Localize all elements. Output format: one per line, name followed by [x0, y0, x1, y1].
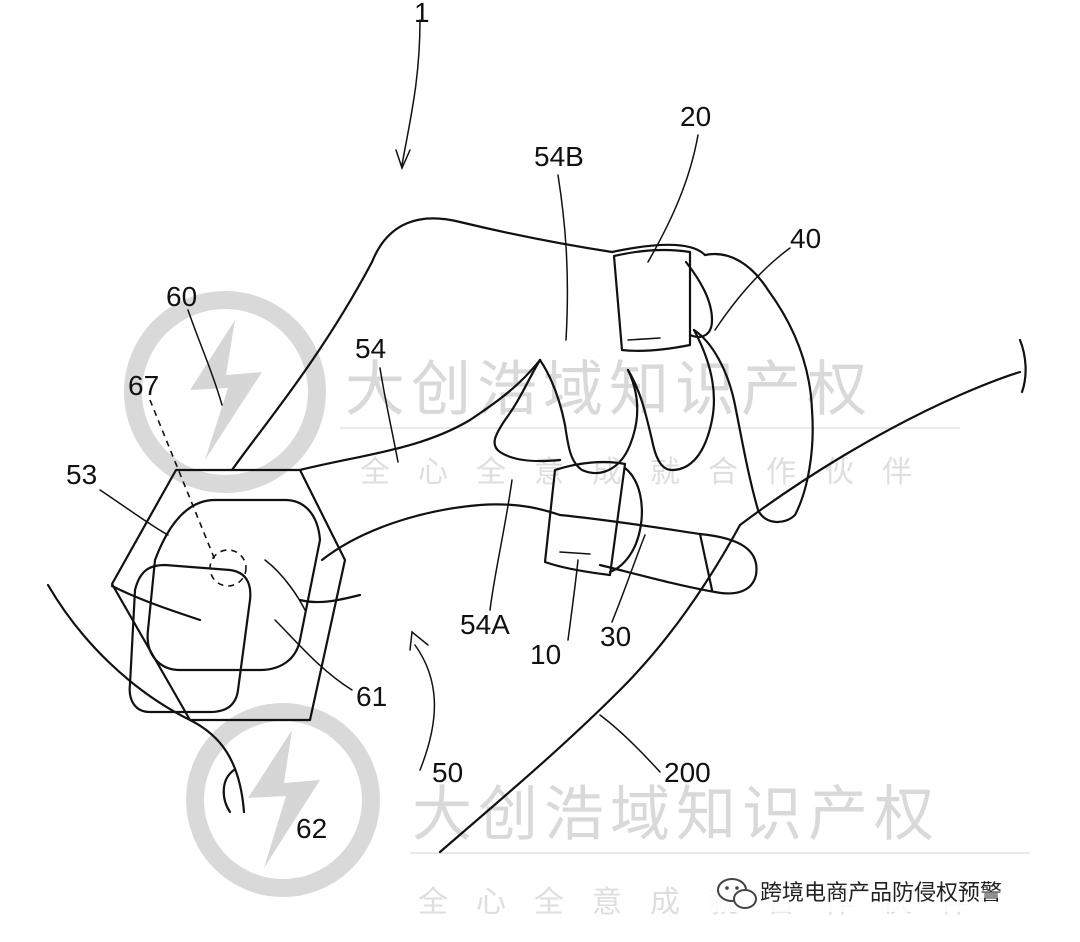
label-54b: 54B	[534, 141, 584, 172]
watermark-subtitle-top: 全心全意成就合作伙伴	[360, 455, 940, 490]
watermark-title-top: 大创浩域知识产权	[345, 355, 873, 425]
wechat-icon	[717, 878, 757, 909]
watermark-logo-top	[124, 291, 326, 493]
wrist-housing	[110, 468, 347, 722]
label-62-partial: 62	[296, 813, 327, 844]
label-40: 40	[790, 223, 821, 254]
ring-lower	[543, 460, 627, 577]
label-200: 200	[664, 757, 711, 788]
reference-numerals: 1 20 54B 40 60 54 67 53 54A 10 30 61 50 …	[66, 0, 821, 844]
label-54: 54	[355, 333, 386, 364]
tip-cap-lower	[608, 466, 643, 574]
hand-outline	[46, 217, 1027, 854]
label-60: 60	[166, 281, 197, 312]
leader-lines	[99, 19, 791, 773]
label-10: 10	[530, 639, 561, 670]
label-20: 20	[680, 101, 711, 132]
label-53: 53	[66, 459, 97, 490]
label-50: 50	[432, 757, 463, 788]
label-1: 1	[414, 0, 430, 28]
label-61: 61	[356, 681, 387, 712]
watermark-title-bottom: 大创浩域知识产权	[412, 780, 940, 850]
tip-cap-upper	[684, 260, 714, 338]
badge-text: 跨境电商产品防侵权预警	[760, 881, 1002, 906]
label-54a: 54A	[460, 609, 510, 640]
ring-upper	[612, 248, 692, 352]
leader-67	[149, 399, 216, 561]
label-30: 30	[600, 621, 631, 652]
label-67: 67	[128, 370, 159, 401]
wechat-badge: 跨境电商产品防侵权预警	[704, 872, 1066, 912]
watermark-logo-bottom	[186, 703, 380, 897]
